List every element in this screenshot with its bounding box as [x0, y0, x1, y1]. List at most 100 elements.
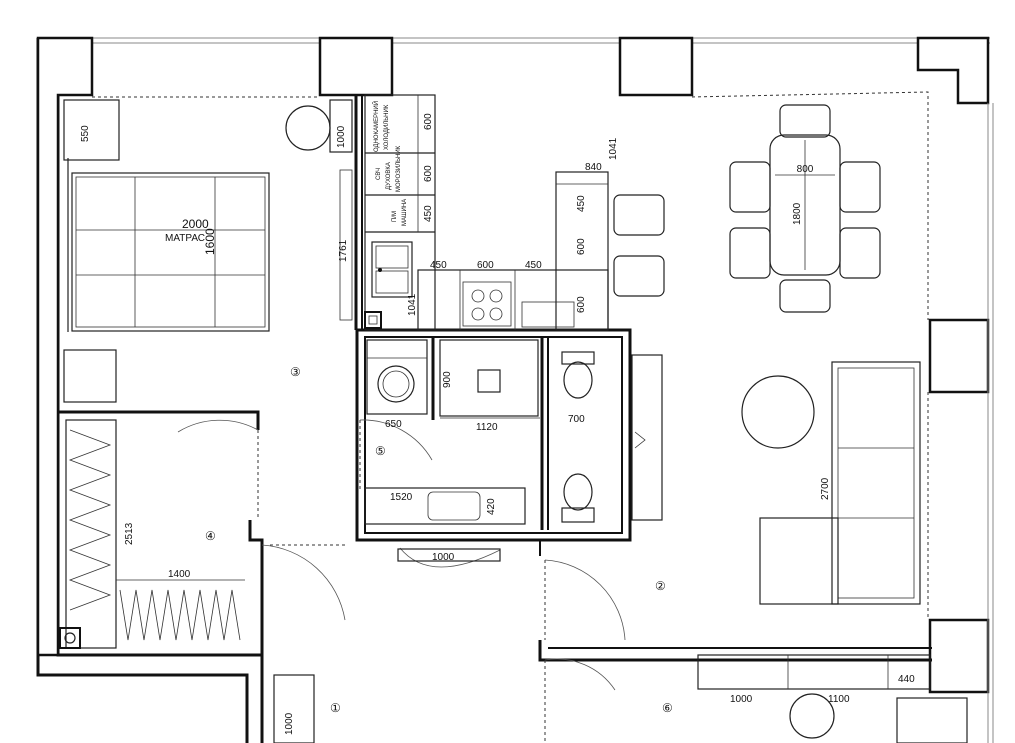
fridge-label-1: ОДНОКАМЕРНИЙ [372, 101, 380, 152]
burner-1 [471, 289, 485, 303]
entry: 1000 1000 1100 440 [273, 654, 968, 743]
left-wall [36, 38, 249, 743]
wardrobe-door-dim: 1761 [338, 239, 349, 262]
nightstand [63, 99, 120, 161]
column-right-1 [928, 318, 990, 394]
door-swing-wardrobe [177, 419, 259, 433]
toilet-1 [563, 361, 593, 399]
column-right-2 [928, 618, 990, 694]
wardrobe-wall-right [248, 520, 264, 655]
coffee-table [741, 375, 815, 449]
chair-bottom [779, 279, 831, 313]
wardrobe-riser-inner [64, 632, 76, 644]
table-width: 800 [797, 164, 814, 175]
shower-depth: 900 [442, 371, 453, 388]
chair-left-2 [729, 227, 771, 279]
hall-bench-dim: 1000 [432, 552, 455, 563]
oven-width: 600 [423, 165, 434, 182]
kitchen-island [555, 171, 609, 331]
sink-bowl-1 [375, 245, 409, 269]
corner-column-right [916, 36, 990, 105]
room-1: ① [330, 701, 341, 715]
sofa-chaise [759, 517, 839, 605]
entry-ottoman [789, 693, 835, 739]
washer-drum-inner [382, 370, 410, 398]
bathroom-block-inner [364, 336, 623, 534]
ceiling-dash-2 [691, 91, 929, 320]
door-swing-vanity [399, 547, 501, 568]
entry-bench-dim: 1000 [284, 712, 295, 735]
burner-4 [489, 307, 503, 321]
vanity [364, 487, 526, 525]
sink-bowl-2 [375, 270, 409, 294]
island-b: 600 [576, 238, 587, 255]
dishwasher-width: 450 [423, 205, 434, 222]
corner-column-left [36, 36, 94, 657]
kitchen: 600 ОДНОКАМЕРНИЙ ХОЛОДИЛЬНИК 600 СВЧ ДУХ… [364, 94, 665, 331]
dishwasher-label-2: МАШИНА [402, 199, 408, 226]
bed-width: 1600 [203, 228, 217, 255]
column-top-1 [318, 36, 394, 97]
counter-cabinet [521, 301, 575, 328]
room-4: ④ [205, 529, 216, 543]
chair-top [779, 104, 831, 138]
vanity-depth: 420 [486, 498, 497, 515]
hall-cabinet-c: 440 [898, 674, 915, 685]
room-6: ⑥ [662, 701, 673, 715]
wardrobe-hangers-bottom [119, 589, 241, 641]
island-a: 450 [576, 195, 587, 212]
run-length-side: 1041 [407, 293, 418, 316]
sofa-back [837, 367, 915, 599]
chair-right-2 [839, 227, 881, 279]
kitchen-riser [364, 311, 382, 329]
wardrobe: 2513 1400 ④ [59, 419, 245, 649]
sofa [831, 361, 921, 605]
room-2: ② [655, 579, 666, 593]
island-top: 840 [585, 162, 602, 173]
kitchen-sink [371, 241, 413, 298]
sink-faucet [378, 268, 382, 272]
nightstand-dim: 550 [80, 125, 91, 142]
counter-a: 450 [430, 260, 447, 271]
laundry-width: 650 [385, 419, 402, 430]
wardrobe-hangers-left [68, 429, 112, 611]
door-swing-entry [544, 658, 616, 691]
counter-c: 450 [525, 260, 542, 271]
hall-bench [397, 548, 501, 562]
hall-wall [538, 640, 932, 662]
dishwasher-label-1: П/М [392, 211, 398, 222]
bathroom: 650 900 1120 700 ⑤ 1520 420 1000 [364, 339, 595, 563]
island-c: 600 [576, 296, 587, 313]
wardrobe-length: 2513 [124, 522, 135, 545]
dining: 800 1800 [729, 104, 881, 313]
shower-width: 1120 [476, 422, 498, 433]
nightstand-2 [63, 349, 117, 403]
oven-label-3: МОРОЗИЛЬНИК [396, 145, 402, 192]
vanity-basin [427, 491, 481, 521]
oven-label-1: СВЧ [376, 168, 382, 180]
bed-length: 2000 [182, 217, 209, 231]
door-swing-bathroom [261, 544, 346, 621]
toilet-2 [563, 473, 593, 511]
wardrobe-riser [59, 627, 81, 649]
hall-cabinets [697, 654, 931, 690]
hall-cabinet-b: 1100 [828, 694, 850, 705]
run-length-top: 1041 [608, 137, 619, 160]
bedroom-door-panel-dim: 1000 [336, 125, 347, 148]
room-numbers: ③ ② ① ⑥ [290, 365, 673, 715]
room-5: ⑤ [375, 444, 386, 458]
bedroom: 550 2000 МАТРАС 1600 1000 1761 [63, 99, 353, 403]
fridge-width: 600 [423, 113, 434, 130]
fridge-label-2: ХОЛОДИЛЬНИК [384, 104, 390, 150]
outer-walls [36, 36, 994, 743]
counter-b: 600 [477, 260, 494, 271]
burner-2 [489, 289, 503, 303]
bed-mattress [75, 176, 266, 328]
wardrobe-wall-top [58, 410, 260, 430]
entry-bench [273, 674, 315, 743]
door-swing-laundry [359, 419, 433, 461]
tv-console [631, 354, 663, 521]
door-swing-living [544, 559, 626, 641]
sofa-length: 2700 [820, 477, 831, 500]
